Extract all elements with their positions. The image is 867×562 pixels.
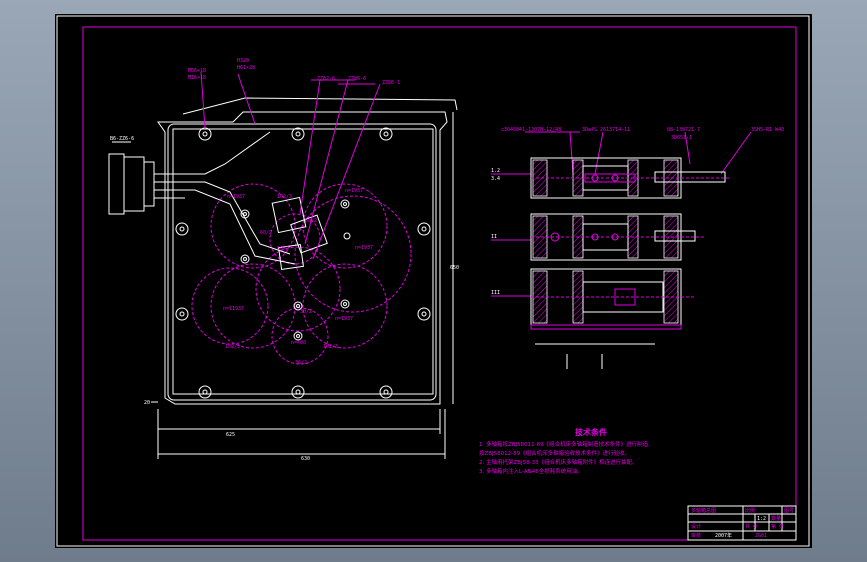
tb-cell: 图号 (784, 508, 794, 514)
tech-title: 技术条件 (575, 427, 607, 437)
tb-cell: 比例 (745, 507, 755, 514)
tech-line-4: 3. 多轴箱内注入L-AN46全损耗系统用油。 (479, 467, 583, 475)
tb-cell: 审核 (691, 532, 701, 539)
tb-cell: 1:2 (757, 516, 766, 522)
shaft-centers (240, 199, 351, 341)
gear-label: n=1937 (345, 188, 363, 194)
cover-lip (182, 97, 458, 115)
title-block: 多轴箱总图 比例 1:2 图号 共 张 第 张 设计 审核 2007年 ZG01… (687, 505, 797, 541)
section-2 (530, 213, 705, 261)
section-views: c3046041-1307H-12/48 3Dw4S 2613714-11 88… (491, 127, 784, 369)
dim-630: 630 (301, 456, 310, 462)
motor-adapter (143, 161, 155, 207)
gear-label: 60/2 (305, 218, 317, 224)
gear-label: 30/2 (300, 309, 312, 315)
callout-5: ZZB2-6 (317, 76, 335, 82)
motor-label: B6-ZZ6-6 (110, 136, 134, 142)
gear-label: 36/2 (295, 360, 307, 366)
section-label: 3Dw4S 2613714-11 (582, 127, 630, 133)
housing-outline (157, 111, 448, 405)
callout-7: ZZ86-1 (382, 80, 400, 86)
cad-viewport[interactable]: B6-ZZ6-6 (55, 14, 812, 548)
drawing-canvas: B6-ZZ6-6 (56, 15, 810, 547)
housing-inner (172, 128, 434, 395)
callout-3: H320 (237, 58, 249, 64)
callout-1: M66×18 (188, 68, 206, 74)
bolt-holes (175, 127, 431, 399)
gear-label: n=1937 (335, 316, 353, 322)
tb-cell: 多轴箱总图 (691, 507, 716, 514)
gear-label: n=1937 (355, 245, 373, 251)
housing-flange (167, 123, 437, 401)
gear-circles (191, 183, 412, 365)
gear-label: 102/3 (277, 194, 292, 200)
technical-requirements: 技术条件 1. 多轴箱按ZBJ58011-89《组合机床多轴箱制造技术条件》进行… (479, 427, 650, 475)
section-label: 88-130721-7 (667, 127, 700, 133)
callout-4: H61×28 (237, 65, 255, 71)
section-3 (530, 268, 695, 330)
sheet-frame (82, 26, 797, 541)
gear-label: 60/2 (277, 246, 289, 252)
section-label: c3046041-1307H-12/48 (501, 127, 561, 133)
section-label: 1.2 (491, 168, 500, 174)
dim-625: 625 (226, 432, 235, 438)
gear-label: 102/3 (225, 344, 240, 350)
tb-cell: 共 张 (745, 523, 758, 530)
tech-line-2: 按ZBJ58012-89《组合机床多轴箱验收技术条件》进行验收。 (479, 449, 630, 457)
tb-cell: 第 张 (771, 523, 784, 530)
tb-cell: 设计 (691, 523, 701, 530)
section-label: 3SH5-R1-W40 (751, 127, 784, 133)
section-label: II (491, 234, 497, 240)
section-1 (530, 157, 731, 199)
callout-2: M16×18 (188, 75, 206, 81)
tech-line-1: 1. 多轴箱按ZBJ58011-89《组合机床多轴箱制造技术条件》进行制造, (479, 440, 650, 448)
tech-line-3: 2. 主轴用托架ZBJ58-33《组合机床多轴箱附件》相连进行装配。 (479, 458, 638, 466)
tb-cell: 数量 (771, 515, 781, 522)
gear-label: 60/2 (260, 230, 272, 236)
gear-label: 102/3 (323, 344, 338, 350)
tb-cell: ZG01 (755, 533, 767, 539)
dimension-lines (151, 112, 454, 459)
dim-20: 20 (144, 400, 150, 406)
dim-650: 650 (450, 265, 459, 271)
callout-leaders (200, 71, 381, 260)
tb-cell: 2007年 (715, 532, 732, 539)
gearbox-plan-view: B6-ZZ6-6 (108, 58, 459, 462)
motor-flange (123, 156, 145, 212)
motor-body (108, 153, 125, 215)
gear-label: n=1937 (227, 194, 245, 200)
callout-6: ZZ86-6 (348, 76, 366, 82)
gear-label: n=480 (291, 340, 306, 346)
section-label: 3D651-1 (671, 135, 692, 141)
sheet-outer-border (56, 15, 810, 547)
section-label: 3.4 (491, 176, 500, 182)
section-label: III (491, 290, 500, 296)
gear-label: n=11937 (223, 306, 244, 312)
